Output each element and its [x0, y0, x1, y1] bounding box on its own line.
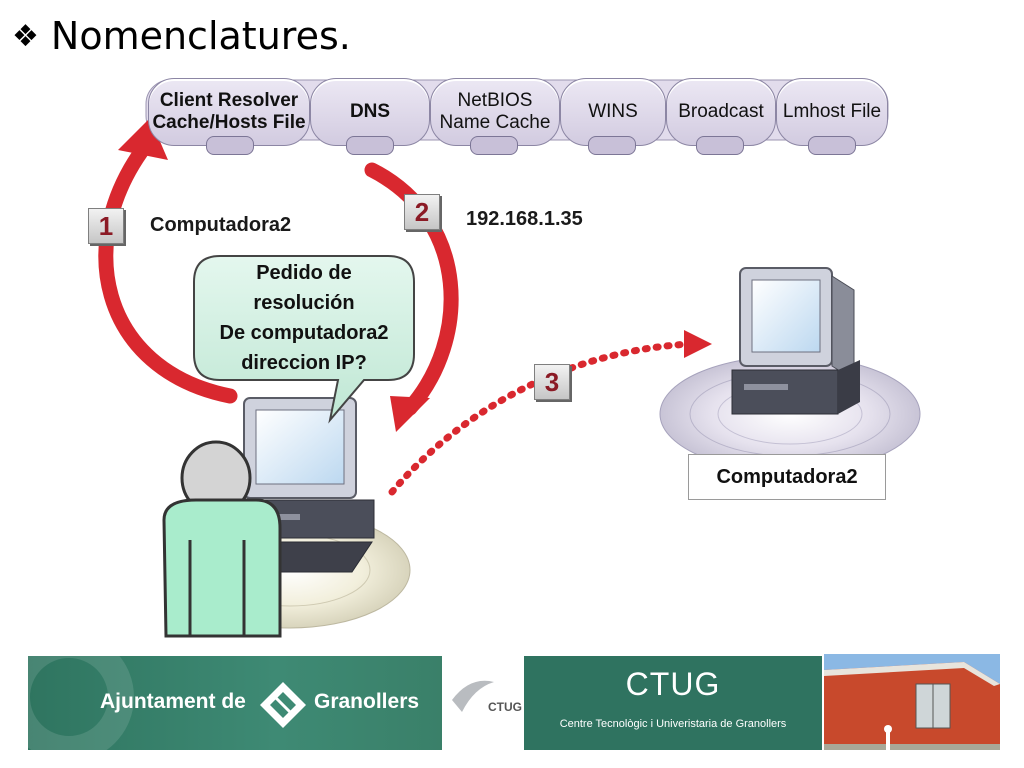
ajuntament-text-left: Ajuntament de [100, 690, 246, 713]
query-line: direccion IP? [241, 352, 367, 374]
query-speech-bubble [193, 255, 415, 424]
ctug-name: CTUG [625, 666, 721, 702]
tab-connector [696, 136, 744, 155]
ajuntament-text-right: Granollers [314, 690, 420, 713]
step-1-badge: 1 [88, 208, 124, 244]
step-3-arrow-head [684, 330, 712, 358]
query-line: Pedido de [256, 262, 352, 284]
method-dns: DNS [310, 78, 430, 146]
diamond-bullet-icon: ❖ [12, 18, 39, 54]
ajuntament-banner: Ajuntament de Granollers [28, 656, 442, 750]
query-line: De computadora2 [219, 322, 389, 344]
method-lmhost-file: Lmhost File [776, 78, 888, 146]
method-netbios-name-cache: NetBIOS Name Cache [430, 78, 560, 146]
ctug-full-name: Centre Tecnològic i Univeristaria de Gra… [559, 718, 787, 730]
step-1-label: Computadora2 [150, 214, 292, 236]
tab-connector [346, 136, 394, 155]
step-3-badge: 3 [534, 364, 570, 400]
tab-connector [808, 136, 856, 155]
target-computer-icon [731, 267, 860, 415]
query-bubble-text: Pedido de resolución De computadora2 dir… [200, 258, 408, 378]
target-host-label: Computadora2 [688, 454, 886, 500]
slide-title: ❖ Nomenclatures. [12, 8, 351, 64]
step-3-dotted-arrow [388, 340, 694, 496]
granollers-crest-icon [260, 682, 306, 728]
ctug-swoosh-logo [452, 680, 494, 712]
ctug-small-logo-text: CTUG [488, 700, 522, 714]
client-computer-icon [235, 397, 375, 573]
step-2-badge: 2 [404, 194, 440, 230]
step-1-arrow-head [118, 118, 168, 160]
method-wins: WINS [560, 78, 666, 146]
ctug-banner: CTUG Centre Tecnològic i Univeristaria d… [524, 656, 822, 750]
method-client-resolver-cache: Client Resolver Cache/Hosts File [148, 78, 310, 146]
tab-connector [588, 136, 636, 155]
user-figure-icon [162, 440, 282, 638]
step-2-ip-label: 192.168.1.35 [466, 208, 583, 230]
tab-connector [206, 136, 254, 155]
step-2-arrow-head [390, 396, 430, 432]
building-photo [824, 654, 1000, 750]
slide-title-text: Nomenclatures. [50, 14, 351, 58]
query-line: resolución [253, 292, 355, 314]
step-1-arrow [98, 132, 238, 404]
step-2-arrow [364, 162, 459, 416]
tab-connector [470, 136, 518, 155]
